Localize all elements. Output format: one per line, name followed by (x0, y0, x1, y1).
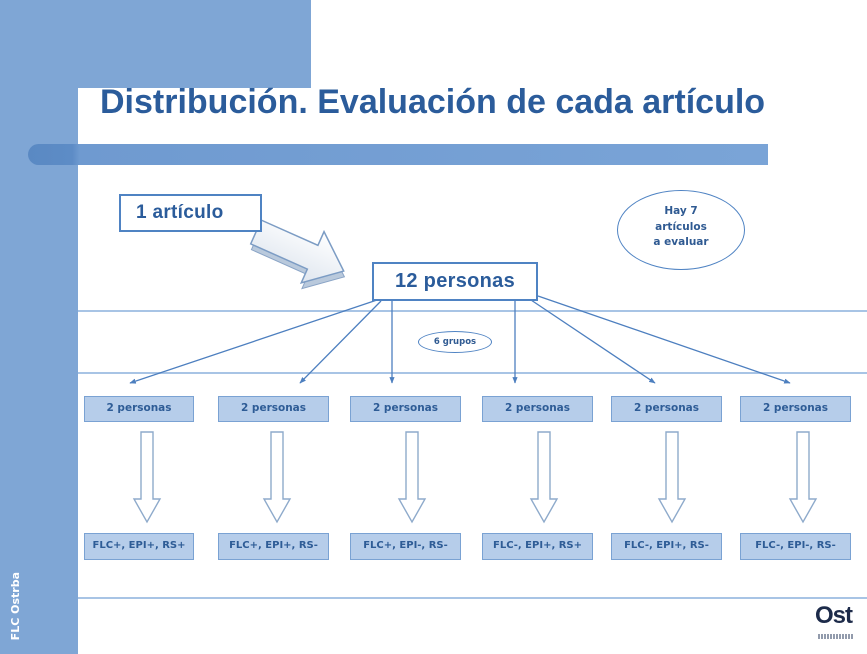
profile-box-5: FLC-, EPI+, RS- (611, 533, 722, 560)
group-box-3: 2 personas (350, 396, 461, 422)
logo: Ost (815, 602, 853, 629)
down-arrow-6 (788, 431, 818, 524)
slide-title: Distribución. Evaluación de cada artícul… (100, 83, 766, 121)
logo-subtext-graphic (818, 634, 854, 639)
articles-note-ellipse: Hay 7 artículos a evaluar (617, 190, 745, 270)
top-corner-block (0, 0, 311, 88)
article-box: 1 artículo (119, 194, 262, 232)
down-arrow-4 (529, 431, 559, 524)
group-box-2: 2 personas (218, 396, 329, 422)
side-label: FLC Ostrba (9, 572, 22, 641)
down-arrow-5 (657, 431, 687, 524)
group-box-6: 2 personas (740, 396, 851, 422)
connector-line-5 (530, 299, 656, 384)
note-line-2: artículos (655, 220, 707, 233)
title-underline-bar (28, 144, 768, 165)
down-arrow-2 (262, 431, 292, 524)
down-arrow-1 (132, 431, 162, 524)
connector-line-6 (537, 295, 791, 384)
group-box-5: 2 personas (611, 396, 722, 422)
profile-box-1: FLC+, EPI+, RS+ (84, 533, 194, 560)
group-box-1: 2 personas (84, 396, 194, 422)
profile-box-2: FLC+, EPI+, RS- (218, 533, 329, 560)
profile-box-4: FLC-, EPI+, RS+ (482, 533, 593, 560)
side-band (0, 0, 78, 654)
profile-box-3: FLC+, EPI-, RS- (350, 533, 461, 560)
note-line-3: a evaluar (653, 236, 709, 249)
people-box: 12 personas (372, 262, 538, 301)
groups-badge: 6 grupos (418, 331, 492, 353)
down-arrow-3 (397, 431, 427, 524)
note-line-1: Hay 7 (664, 205, 698, 218)
profile-box-6: FLC-, EPI-, RS- (740, 533, 851, 560)
group-box-4: 2 personas (482, 396, 593, 422)
connector-line-1 (129, 297, 384, 384)
connector-line-2 (299, 300, 382, 384)
